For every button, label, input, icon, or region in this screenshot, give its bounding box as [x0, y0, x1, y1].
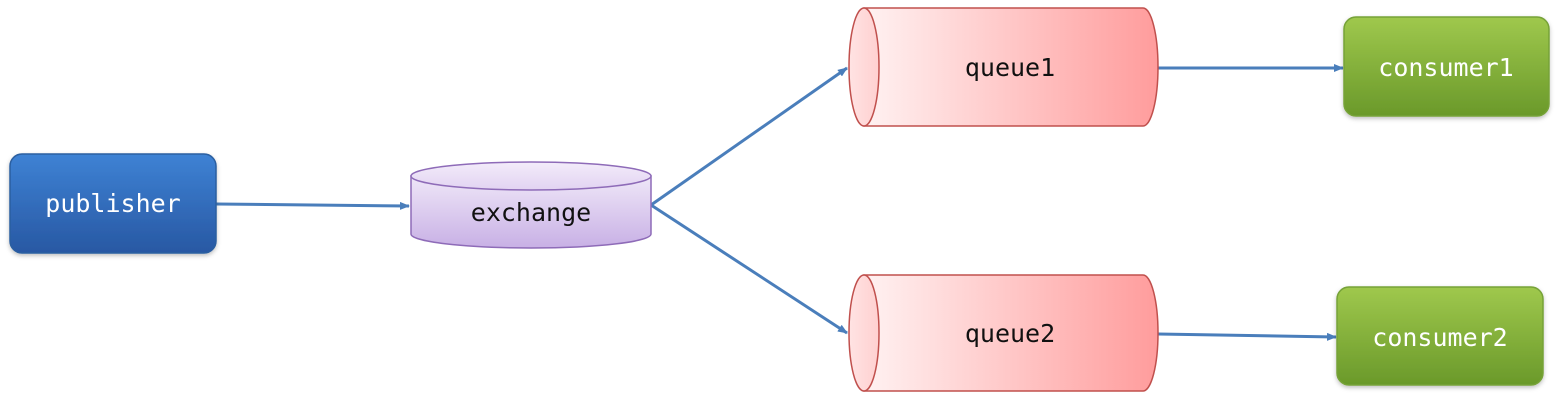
- exchange-body: [410, 175, 652, 249]
- consumer2-label: consumer2: [1372, 323, 1507, 352]
- exchange-top: [410, 161, 652, 191]
- queue2-cap: [848, 274, 880, 392]
- publisher-node: publisher: [9, 153, 217, 254]
- consumer2-node: consumer2: [1336, 286, 1544, 386]
- queue2-label: queue2: [965, 319, 1055, 348]
- exchange-label: exchange: [471, 198, 591, 227]
- consumer2-box: [1336, 286, 1544, 386]
- queue1-cap: [848, 7, 880, 127]
- consumer1-box: [1343, 16, 1550, 117]
- exchange-node: exchange: [410, 161, 652, 249]
- arrow-publisher-to-exchange: [215, 201, 410, 210]
- consumer1-label: consumer1: [1378, 53, 1513, 82]
- arrow-exchange-to-queue2: [650, 203, 848, 335]
- connectors: [215, 64, 1344, 341]
- queue1-node: queue1: [848, 7, 1159, 127]
- queue1-label: queue1: [965, 53, 1055, 82]
- arrow-queue2-to-consumer2: [1157, 332, 1337, 341]
- queue2-body: [863, 274, 1159, 392]
- consumer1-node: consumer1: [1343, 16, 1550, 117]
- publisher-box: [9, 153, 217, 254]
- queue1-body: [863, 7, 1159, 127]
- publisher-label: publisher: [45, 189, 180, 218]
- arrow-exchange-to-queue1: [650, 66, 848, 207]
- queue2-node: queue2: [848, 274, 1159, 392]
